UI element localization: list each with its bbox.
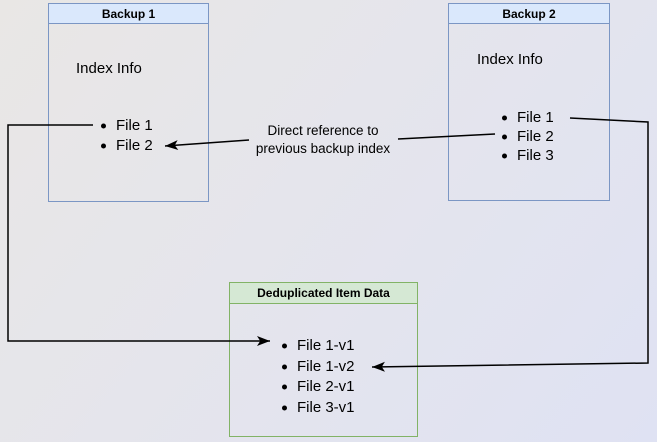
list-item: File 1-v1 bbox=[297, 336, 355, 357]
list-item: File 2-v1 bbox=[297, 377, 355, 398]
list-item: File 2 bbox=[517, 128, 554, 145]
list-item: File 2 bbox=[116, 137, 153, 154]
backup2-index-info-label: Index Info bbox=[477, 51, 543, 68]
edge-label-line2: previous backup index bbox=[255, 141, 391, 156]
list-item: File 1-v2 bbox=[297, 357, 355, 378]
backup1-index-info-label: Index Info bbox=[76, 60, 142, 77]
dedup-title: Deduplicated Item Data bbox=[230, 283, 417, 304]
list-item: File 3-v1 bbox=[297, 398, 355, 419]
backup1-file-list: File 1 File 2 bbox=[116, 116, 153, 156]
list-item: File 1 bbox=[116, 117, 153, 134]
backup2-box: Backup 2 Index Info File 1 File 2 File 3 bbox=[448, 3, 610, 201]
direct-reference-edge-label: Direct reference to previous backup inde… bbox=[238, 122, 408, 158]
backup2-title: Backup 2 bbox=[449, 4, 609, 24]
edge-label-line1: Direct reference to bbox=[267, 123, 379, 138]
list-item: File 3 bbox=[517, 147, 554, 164]
backup1-box: Backup 1 Index Info File 1 File 2 bbox=[48, 3, 209, 202]
list-item: File 1 bbox=[517, 109, 554, 126]
backup2-file-list: File 1 File 2 File 3 bbox=[517, 108, 554, 165]
backup1-title: Backup 1 bbox=[49, 4, 208, 24]
